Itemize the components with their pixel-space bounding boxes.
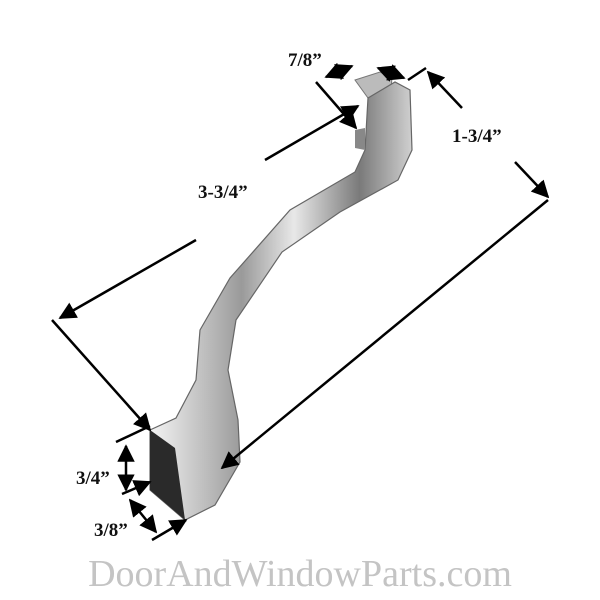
window-handle — [149, 71, 413, 521]
dimension-label-overall-length: 3-3/4” — [198, 182, 248, 203]
dimension-label-base-width: 3/8” — [94, 520, 128, 541]
dimension-lines — [51, 62, 550, 542]
dimension-label-base-height: 3/4” — [76, 468, 110, 489]
watermark: DoorAndWindowParts.com — [88, 553, 512, 595]
dimension-label-projection: 1-3/4” — [452, 126, 502, 147]
dimension-label-top-width: 7/8” — [288, 50, 322, 71]
